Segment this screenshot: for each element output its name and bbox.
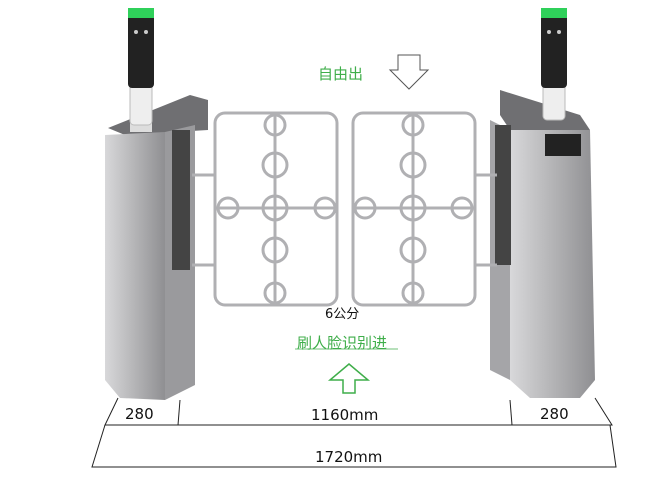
right-gate [351, 111, 497, 307]
left-width-label: 280 [125, 405, 154, 423]
exit-label: 自由出 [318, 65, 364, 83]
right-pillar [490, 90, 595, 398]
left-face-terminal [128, 8, 154, 132]
middle-width-label: 1160mm [311, 406, 379, 424]
entry-arrow-up-icon [327, 363, 371, 394]
entry-label: 刷人脸识别进 [297, 334, 388, 352]
left-pillar [105, 95, 208, 400]
gap-label: 6公分 [325, 307, 360, 322]
right-width-label: 280 [540, 405, 569, 423]
dimension-lines [91, 397, 617, 468]
exit-arrow-down-icon [388, 54, 430, 90]
total-width-label: 1720mm [315, 448, 383, 466]
left-gate [192, 111, 339, 307]
right-face-terminal [541, 8, 567, 121]
